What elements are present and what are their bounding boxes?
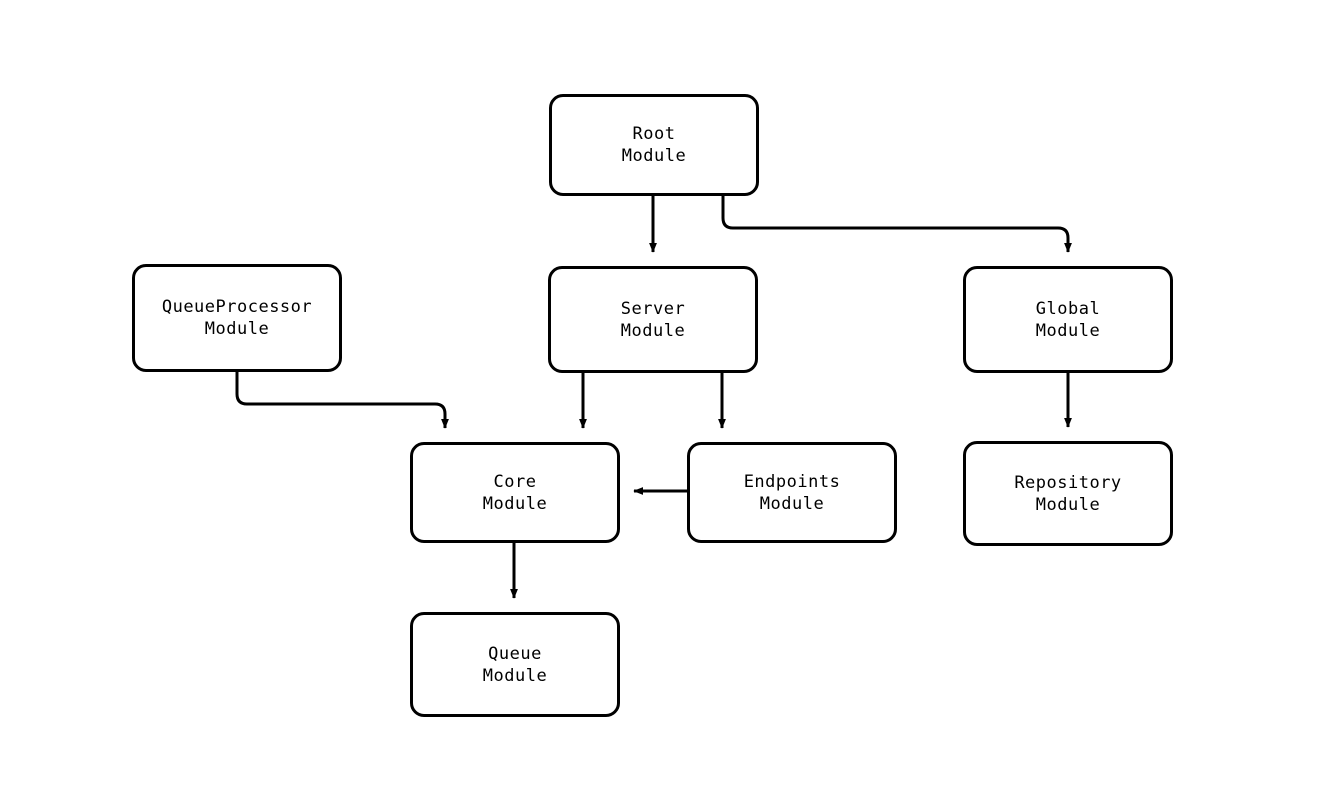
node-global-module-name: Global [1035, 298, 1101, 319]
node-server-module[interactable]: Server Module [548, 266, 758, 373]
node-queue-module[interactable]: Queue Module [410, 612, 620, 717]
node-global-module-suffix: Module [1035, 320, 1101, 341]
node-queue-module-name: Queue [488, 643, 542, 664]
node-queueprocessor-module-name: QueueProcessor [161, 297, 313, 317]
node-server-module-suffix: Module [620, 320, 686, 341]
node-server-module-name: Server [620, 298, 686, 319]
node-core-module-suffix: Module [482, 493, 548, 514]
node-endpoints-module-suffix: Module [759, 493, 825, 514]
node-queueprocessor-module[interactable]: QueueProcessor Module [132, 264, 342, 372]
node-root-module[interactable]: Root Module [549, 94, 759, 196]
node-core-module-name: Core [493, 471, 537, 492]
edge-root-to-global [721, 196, 1072, 253]
edge-queueprocessor-to-core [235, 372, 449, 429]
node-root-module-name: Root [632, 124, 676, 144]
node-queueprocessor-module-suffix: Module [204, 319, 270, 339]
node-endpoints-module[interactable]: Endpoints Module [687, 442, 897, 543]
node-repository-module-name: Repository [1014, 472, 1122, 493]
node-endpoints-module-name: Endpoints [743, 471, 841, 492]
node-root-module-suffix: Module [621, 146, 687, 166]
node-repository-module[interactable]: Repository Module [963, 441, 1173, 546]
node-queue-module-suffix: Module [482, 665, 548, 686]
node-core-module[interactable]: Core Module [410, 442, 620, 543]
node-repository-module-suffix: Module [1035, 494, 1101, 515]
node-global-module[interactable]: Global Module [963, 266, 1173, 373]
